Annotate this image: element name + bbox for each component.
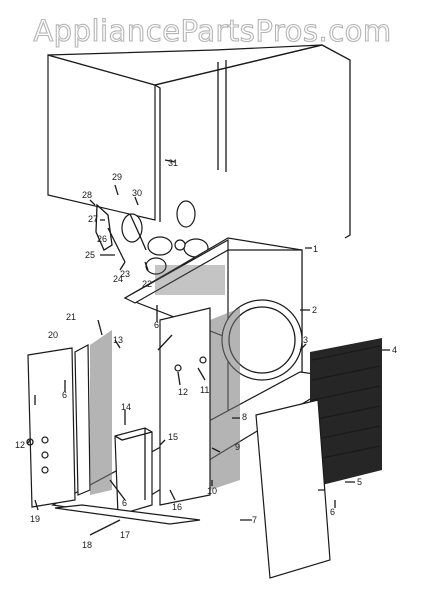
callout-11: 11 (200, 385, 209, 395)
callout-25: 25 (85, 250, 95, 260)
callout-21: 21 (66, 312, 76, 322)
callout-1: 1 (313, 244, 318, 254)
callout-15: 15 (168, 432, 178, 442)
callout-23: 23 (120, 269, 130, 279)
callout-6b: 6 (154, 320, 159, 330)
leader-lines (27, 159, 390, 536)
callout-19: 19 (30, 514, 40, 524)
top-cover-31 (47, 44, 351, 239)
callout-16: 16 (172, 502, 182, 512)
grille-4 (310, 338, 382, 488)
callout-8: 8 (242, 412, 247, 422)
callout-31: 31 (168, 158, 178, 168)
callout-18: 18 (82, 540, 92, 550)
callout-17: 17 (120, 530, 130, 540)
callout-20: 20 (48, 330, 58, 340)
callout-10: 10 (207, 486, 217, 496)
front-panel-7 (255, 399, 331, 579)
callout-24: 24 (113, 274, 123, 284)
callout-27: 27 (88, 214, 98, 224)
callout-12b: 12 (15, 440, 25, 450)
callout-22: 22 (142, 279, 152, 289)
callout-14: 14 (121, 402, 131, 412)
callout-28: 28 (82, 190, 92, 200)
callout-6c: 6 (122, 498, 127, 508)
callout-30: 30 (132, 188, 142, 198)
control-box-14 (114, 427, 153, 516)
callout-2: 2 (312, 305, 317, 315)
base-rail-18 (54, 504, 201, 525)
side-panel-19 (26, 347, 76, 508)
callout-4: 4 (392, 345, 397, 355)
callout-26: 26 (97, 234, 107, 244)
callout-labels: 1 2 3 4 5 6 6 6 6 7 8 9 10 11 12 12 13 1… (15, 158, 397, 550)
callout-29: 29 (112, 172, 122, 182)
callout-5: 5 (357, 477, 362, 487)
callout-6d: 6 (330, 507, 335, 517)
callout-9: 9 (235, 442, 240, 452)
callout-13: 13 (113, 335, 123, 345)
callout-6a: 6 (62, 390, 67, 400)
watermark-logo: AppliancePartsPros.com (33, 13, 392, 48)
callout-7: 7 (252, 515, 257, 525)
callout-12a: 12 (178, 387, 188, 397)
callout-3: 3 (303, 335, 308, 345)
